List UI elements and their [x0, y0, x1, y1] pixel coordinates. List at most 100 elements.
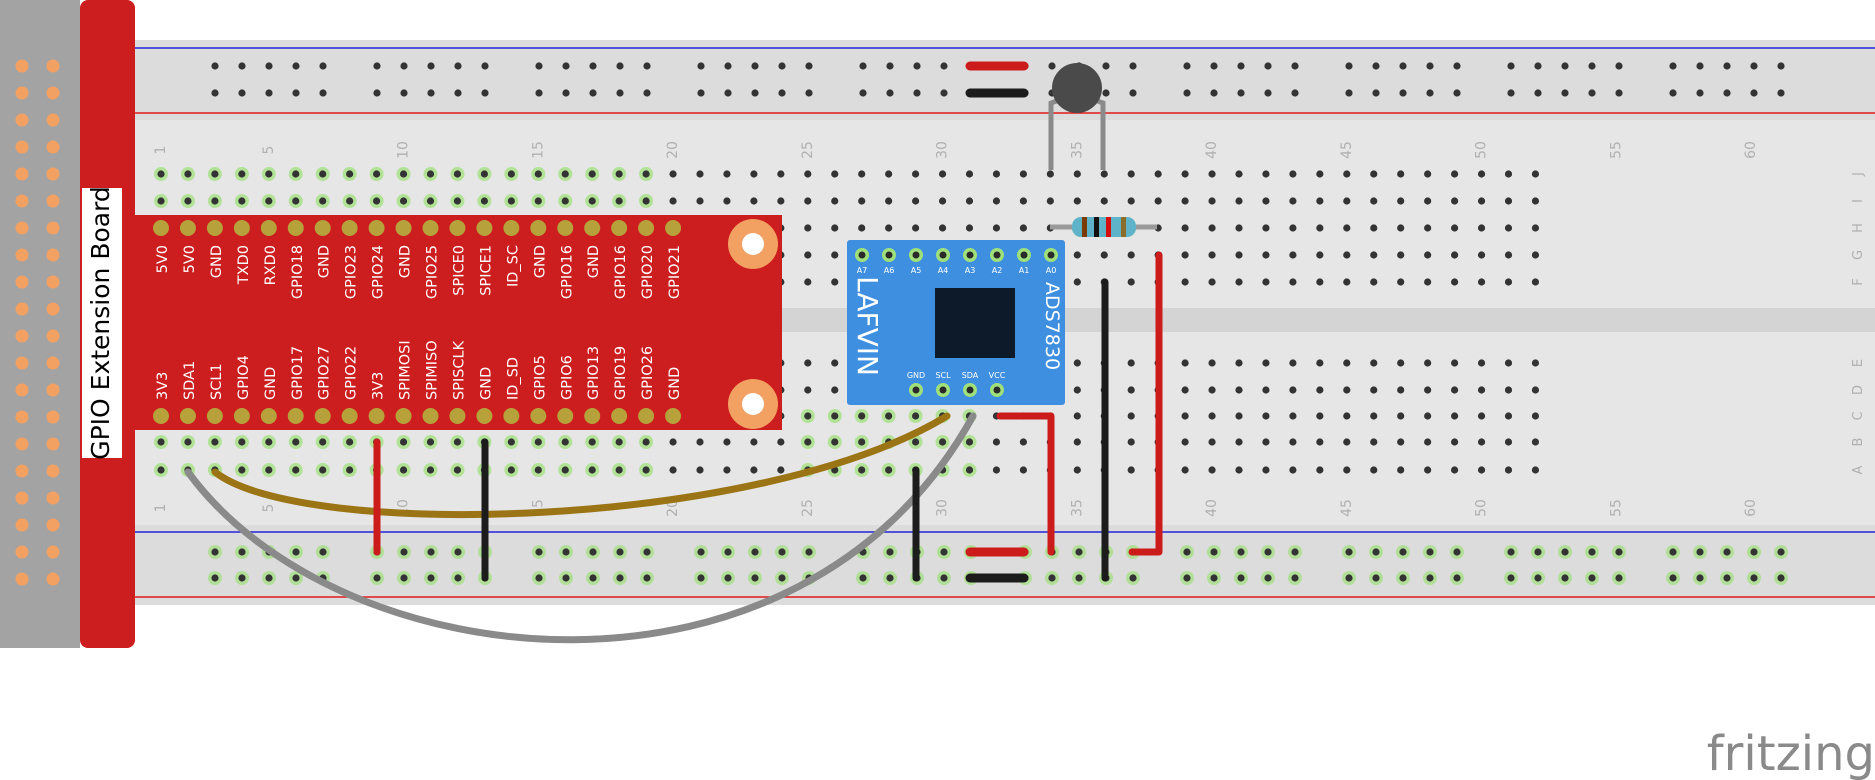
- hole: [885, 466, 893, 474]
- fritzing-watermark: fritzing: [1707, 726, 1875, 780]
- adc-model: ADS7830: [1041, 282, 1063, 370]
- rail-hole: [238, 548, 246, 556]
- rail-hole: [481, 89, 489, 97]
- adc-pin-label-top: A4: [938, 266, 949, 275]
- rail-hole: [1777, 89, 1785, 97]
- hole: [642, 170, 650, 178]
- rail-hole: [616, 574, 624, 582]
- hole: [1181, 359, 1189, 367]
- hole: [1235, 386, 1243, 394]
- wires: [184, 61, 1163, 644]
- adc-vcc-wire: [996, 412, 1055, 556]
- column-number: 10: [396, 141, 412, 159]
- hole: [373, 197, 381, 205]
- adc-pins: [855, 248, 1058, 397]
- hole: [804, 224, 812, 232]
- adc-pin-top-hole: [1020, 251, 1028, 259]
- header-pin-top: [476, 220, 493, 236]
- hole: [696, 170, 704, 178]
- rail-hole: [1399, 548, 1407, 556]
- rail-hole: [778, 89, 786, 97]
- ribbon-pin: [15, 572, 29, 586]
- header-pin-label-bottom: SCL1: [209, 363, 225, 400]
- hole: [1316, 251, 1324, 259]
- rail-hole: [1561, 89, 1569, 97]
- hole: [157, 197, 165, 205]
- hole: [346, 170, 354, 178]
- hole: [1477, 412, 1486, 420]
- rail-hole: [886, 89, 894, 97]
- header-pin-label-bottom: GND: [478, 367, 494, 400]
- rail-hole: [454, 89, 462, 97]
- rail-hole: [1264, 62, 1272, 70]
- hole: [561, 466, 569, 474]
- resistor-power-wire: [1128, 251, 1163, 556]
- adc-pin-label-top: A1: [1019, 266, 1030, 275]
- header-pin-label-bottom: GPIO27: [317, 346, 333, 400]
- rail-hole: [1534, 548, 1542, 556]
- row-letter: C: [1851, 411, 1866, 420]
- rail-hole: [292, 574, 300, 582]
- hole: [1397, 224, 1405, 232]
- ribbon-pin: [15, 275, 29, 289]
- hole: [1262, 170, 1270, 178]
- hole: [858, 412, 866, 420]
- hole: [1262, 412, 1270, 420]
- hole: [1531, 386, 1540, 394]
- rail-hole: [1048, 574, 1056, 582]
- header-pin-top: [233, 220, 250, 236]
- rail-hole: [238, 89, 246, 97]
- header-pin-label-top: GPIO16: [559, 245, 575, 299]
- row-letter: E: [1851, 359, 1866, 367]
- header-pin-label-bottom: SDA1: [182, 361, 198, 400]
- hole: [1235, 466, 1243, 474]
- rail-hole: [373, 574, 381, 582]
- hole: [346, 438, 354, 446]
- rail-hole: [1183, 89, 1191, 97]
- hole: [723, 170, 731, 178]
- hole: [1289, 412, 1297, 420]
- hole: [1424, 278, 1432, 286]
- hole: [453, 197, 462, 205]
- hole: [938, 224, 947, 232]
- rail-hole: [724, 89, 732, 97]
- rail-hole: [1750, 62, 1758, 70]
- rail-hole: [643, 62, 651, 70]
- header-pin-label-top: ID_SC: [505, 245, 521, 287]
- rail-hole: [643, 574, 651, 582]
- header-pin-label-bottom: GPIO19: [613, 346, 629, 400]
- rail-hole: [1588, 89, 1596, 97]
- adc-pin-top-hole: [858, 251, 866, 259]
- header-pin-bottom: [206, 408, 223, 424]
- hole: [885, 412, 893, 420]
- header-pin-bottom: [260, 408, 277, 424]
- hole: [1397, 466, 1405, 474]
- rail-hole: [1237, 62, 1245, 70]
- rail-hole: [697, 574, 705, 582]
- hole: [1504, 251, 1513, 259]
- rail-hole: [1696, 62, 1704, 70]
- rail-hole: [481, 62, 489, 70]
- hole: [1424, 386, 1432, 394]
- adc-pin-label-top: A7: [857, 266, 868, 275]
- hole: [1127, 278, 1135, 286]
- hole: [777, 170, 785, 178]
- adc-pin-label-top: A5: [911, 266, 922, 275]
- rail-hole: [1345, 574, 1353, 582]
- row-letter: G: [1851, 250, 1866, 260]
- rail-hole: [1345, 548, 1353, 556]
- rail-hole: [1102, 62, 1110, 70]
- hole: [1451, 278, 1459, 286]
- rail-hole: [373, 62, 381, 70]
- rail-hole: [1426, 574, 1434, 582]
- rail-hole: [805, 62, 813, 70]
- hole: [777, 466, 785, 474]
- hole: [804, 251, 812, 259]
- rail-hole: [238, 62, 246, 70]
- column-number: 5: [261, 504, 277, 513]
- column-number: 40: [1204, 499, 1220, 517]
- hole: [1370, 412, 1378, 420]
- header-pin-label-top: GPIO21: [667, 245, 683, 299]
- rail-hole: [1075, 548, 1083, 556]
